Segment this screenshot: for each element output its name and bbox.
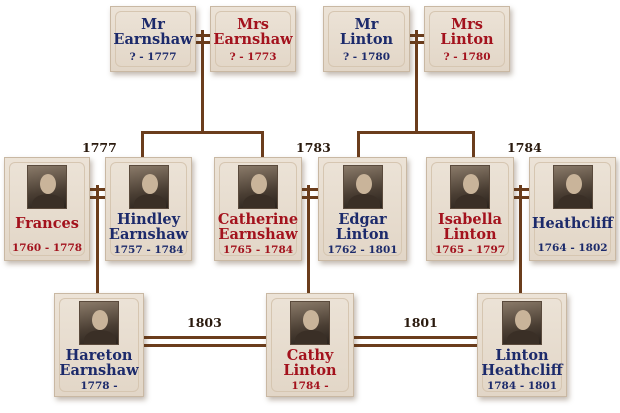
portrait-image (552, 165, 593, 209)
card-mr-linton: Mr Linton ? - 1780 (323, 6, 410, 72)
person-name-line2: Earnshaw (113, 31, 193, 48)
card-linton-heathcliff: Linton Heathcliff 1784 - 1801 (477, 293, 567, 397)
person-name-line2: Earnshaw (213, 31, 293, 48)
person-name-line2: Linton (335, 226, 390, 243)
person-dates: 1764 - 1802 (537, 242, 608, 254)
person-name-line1: Mrs (237, 16, 269, 33)
marriage-year-isabella-heathcliff: 1784 (507, 140, 542, 155)
card-edgar: Edgar Linton 1762 - 1801 (318, 157, 407, 261)
person-name-line2: Linton (283, 362, 337, 379)
card-frances: Frances 1760 - 1778 (4, 157, 90, 261)
person-dates: 1765 - 1797 (434, 244, 506, 256)
portrait-image (502, 301, 542, 345)
person-name-line1: Mr (354, 16, 379, 33)
marriage-year-cathy-linton: 1801 (403, 315, 438, 330)
person-dates: 1760 - 1778 (11, 242, 83, 254)
person-dates: 1784 - (291, 380, 329, 392)
person-name-line2: Linton (440, 31, 494, 48)
person-dates: 1757 - 1784 (113, 244, 184, 256)
card-heathcliff: Heathcliff 1764 - 1802 (529, 157, 616, 261)
person-name-line1: Frances (15, 215, 79, 232)
person-name-line2: Linton (443, 226, 497, 243)
person-name-line1: Heathcliff (531, 215, 614, 232)
person-name-line2: Earnshaw (218, 226, 298, 243)
person-name-line1: Cathy (286, 347, 334, 364)
portrait-image (290, 301, 330, 345)
person-dates: 1765 - 1784 (222, 244, 294, 256)
person-name-line1: Mrs (451, 16, 483, 33)
card-isabella: Isabella Linton 1765 - 1797 (426, 157, 514, 261)
portrait-image (79, 301, 119, 345)
portrait-image (450, 165, 490, 209)
person-dates: ? - 1777 (129, 51, 177, 63)
person-dates: ? - 1780 (342, 51, 391, 63)
person-name-line1: Mr (141, 16, 165, 33)
person-dates: ? - 1780 (443, 51, 491, 63)
person-name-line2: Heathcliff (481, 362, 563, 379)
card-cathy: Cathy Linton 1784 - (266, 293, 354, 397)
person-name-line1: Edgar (338, 211, 387, 228)
person-dates: ? - 1773 (229, 51, 277, 63)
card-hareton: Hareton Earnshaw 1778 - (54, 293, 144, 397)
card-mrs-linton: Mrs Linton ? - 1780 (424, 6, 510, 72)
portrait-image (128, 165, 169, 209)
portrait-image (342, 165, 383, 209)
card-mrs-earnshaw: Mrs Earnshaw ? - 1773 (210, 6, 296, 72)
person-dates: 1762 - 1801 (327, 244, 398, 256)
person-name-line2: Linton (339, 31, 394, 48)
portrait-image (27, 165, 67, 209)
marriage-year-hareton-cathy: 1803 (187, 315, 222, 330)
person-name-line1: Hindley (116, 211, 181, 228)
marriage-year-frances-hindley: 1777 (82, 140, 117, 155)
card-mr-earnshaw: Mr Earnshaw ? - 1777 (110, 6, 196, 72)
person-dates: 1784 - 1801 (486, 380, 558, 392)
person-name-line1: Linton (495, 347, 549, 364)
person-name-line1: Hareton (65, 347, 133, 364)
card-catherine: Catherine Earnshaw 1765 - 1784 (214, 157, 302, 261)
person-name-line2: Earnshaw (108, 226, 189, 243)
person-name-line1: Catherine (217, 211, 299, 228)
person-name-line1: Isabella (437, 211, 503, 228)
person-dates: 1778 - (80, 380, 118, 392)
card-hindley: Hindley Earnshaw 1757 - 1784 (105, 157, 192, 261)
marriage-year-catherine-edgar: 1783 (296, 140, 331, 155)
person-name-line2: Earnshaw (59, 362, 139, 379)
portrait-image (238, 165, 278, 209)
